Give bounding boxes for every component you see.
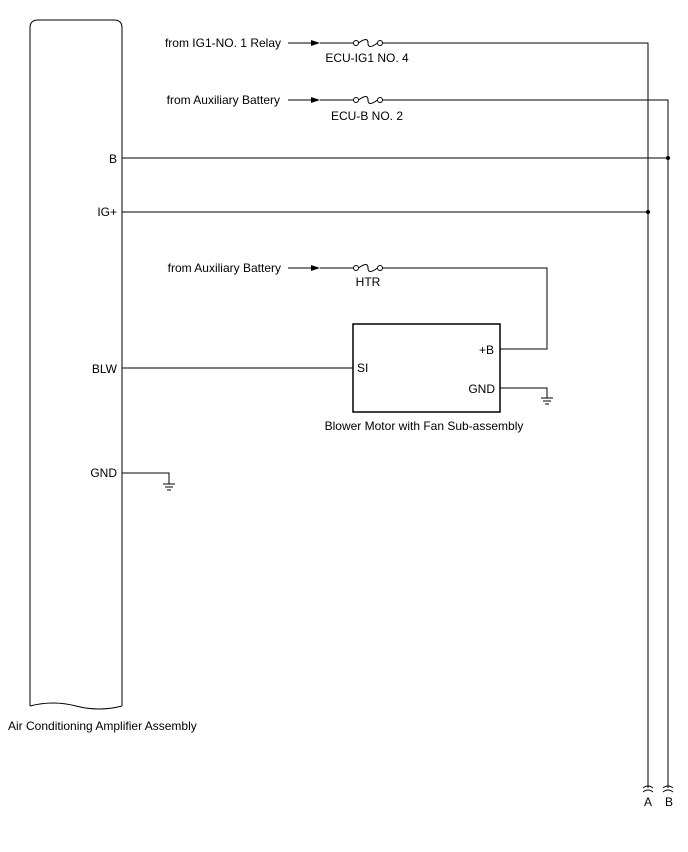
connector-a-end-icon (642, 785, 654, 793)
fuse-ecu-ig1-element (358, 39, 378, 47)
source-aux1-arrowhead (311, 97, 320, 103)
amplifier-break-line (29, 702, 123, 710)
wire-htr-to-blower-plus-b (382, 267, 548, 350)
fuse-ecu-ig1-terminal-right (377, 40, 383, 46)
source-aux2-arrowhead (311, 265, 320, 271)
terminal-gnd-label: GND (90, 466, 117, 480)
connector-b-label: B (665, 795, 673, 809)
terminal-ig-label: IG+ (97, 205, 117, 219)
wire-blower-gnd (500, 387, 548, 398)
fuse-htr-label: HTR (356, 275, 381, 289)
wire-amplifier-gnd (122, 472, 170, 484)
connector-b-end-icon (662, 785, 674, 793)
fuse-ecu-b-terminal-left (353, 97, 359, 103)
blower-motor-box (352, 323, 501, 413)
wire-ecu-b-to-connector-b (382, 99, 669, 788)
blower-terminal-plus-b-label: +B (479, 343, 494, 357)
terminal-b-label: B (109, 152, 117, 166)
ground-icon (541, 397, 553, 405)
junction-b (666, 156, 670, 160)
connector-a-label: A (644, 795, 652, 809)
ground-icon (163, 483, 175, 491)
fuse-htr-terminal-right (377, 265, 383, 271)
fuse-ecu-b-label: ECU-B NO. 2 (331, 109, 403, 123)
fuse-ecu-ig1-terminal-left (353, 40, 359, 46)
amplifier-label: Air Conditioning Amplifier Assembly (8, 719, 197, 733)
blower-motor-label: Blower Motor with Fan Sub-assembly (325, 419, 524, 433)
fuse-ecu-b-terminal-right (377, 97, 383, 103)
blower-terminal-gnd-label: GND (468, 382, 495, 396)
source-aux-battery-2-label: from Auxiliary Battery (168, 261, 281, 275)
source-aux-battery-1-label: from Auxiliary Battery (167, 93, 280, 107)
blower-terminal-si-label: SI (357, 361, 368, 375)
fuse-ecu-b-element (358, 96, 378, 104)
fuse-htr-element (358, 264, 378, 272)
amplifier-body (29, 19, 123, 706)
wire-ecu-ig1-to-connector-a (382, 42, 649, 788)
fuse-ecu-ig1-label: ECU-IG1 NO. 4 (325, 51, 409, 65)
terminal-blw-label: BLW (92, 362, 118, 376)
junction-ig (646, 210, 650, 214)
source-ig1-arrowhead (311, 40, 320, 46)
source-ig1-relay-label: from IG1-NO. 1 Relay (165, 36, 281, 50)
fuse-htr-terminal-left (353, 265, 359, 271)
